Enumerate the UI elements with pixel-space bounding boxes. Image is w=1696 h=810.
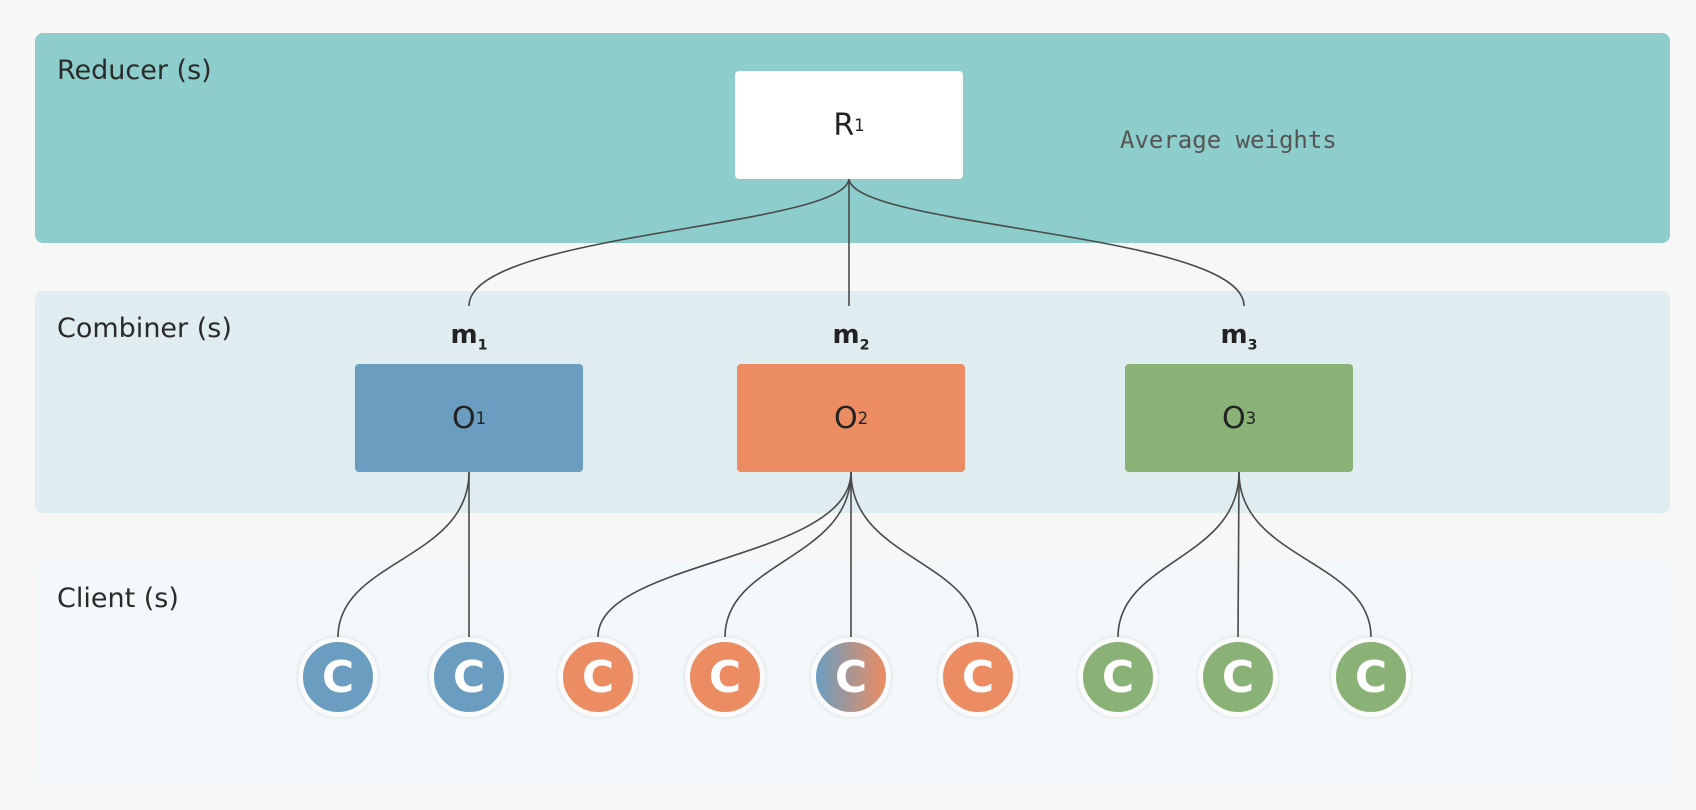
reducer-node-index: 1 bbox=[854, 115, 865, 135]
link-o2-c4 bbox=[724, 471, 852, 638]
reducer-node-letter: R bbox=[833, 107, 855, 143]
combiner-tier-label: Combiner (s) bbox=[57, 313, 232, 344]
model-label-m1: m1 bbox=[450, 320, 488, 354]
link-o3-c9 bbox=[1238, 471, 1372, 638]
client-node[interactable]: C bbox=[811, 637, 891, 717]
link-o2-c6 bbox=[850, 471, 979, 638]
client-node[interactable]: C bbox=[558, 637, 638, 717]
link-o3-c8 bbox=[1237, 471, 1240, 638]
reducer-tier-label: Reducer (s) bbox=[57, 55, 212, 86]
client-node[interactable]: C bbox=[1078, 637, 1158, 717]
client-node[interactable]: C bbox=[1331, 637, 1411, 717]
link-r1-m1 bbox=[468, 177, 850, 307]
link-o1-c1 bbox=[337, 471, 470, 638]
link-o2-c3 bbox=[597, 471, 852, 638]
client-node[interactable]: C bbox=[938, 637, 1018, 717]
combiner-tier: Combiner (s) bbox=[35, 291, 1670, 513]
client-node[interactable]: C bbox=[298, 637, 378, 717]
client-node[interactable]: C bbox=[685, 637, 765, 717]
link-o3-c7 bbox=[1117, 471, 1240, 638]
client-node[interactable]: C bbox=[429, 637, 509, 717]
client-tier-label: Client (s) bbox=[57, 583, 179, 614]
model-label-m3: m3 bbox=[1220, 320, 1258, 354]
link-r1-m3 bbox=[848, 177, 1245, 307]
client-node[interactable]: C bbox=[1198, 637, 1278, 717]
reducer-note: Average weights bbox=[1120, 126, 1337, 154]
model-label-m2: m2 bbox=[832, 320, 870, 354]
